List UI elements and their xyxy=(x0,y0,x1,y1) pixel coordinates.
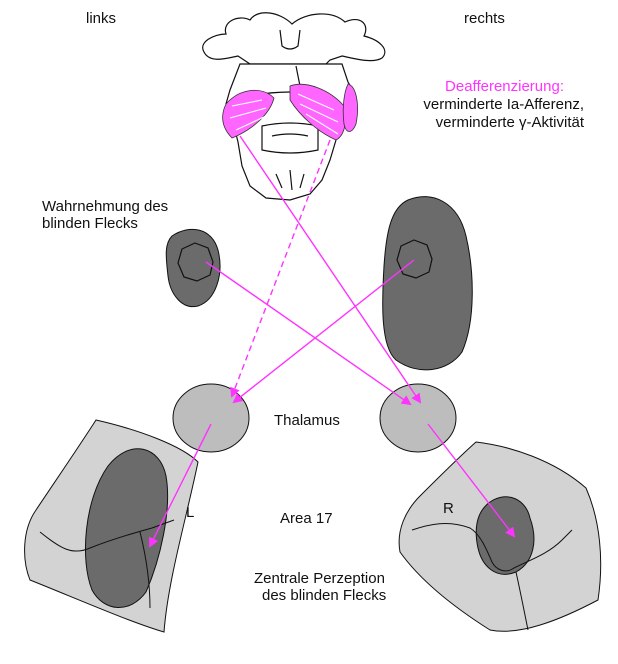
label-cortex-left: L xyxy=(186,504,194,522)
cortex-right xyxy=(399,442,601,631)
label-thalamus: Thalamus xyxy=(274,412,340,430)
label-links: links xyxy=(86,10,116,28)
label-area17: Area 17 xyxy=(280,510,333,528)
label-deafferentation-line2: verminderte γ-Aktivität xyxy=(436,114,584,132)
label-central-perception-line2: des blinden Flecks xyxy=(262,587,386,605)
visual-field-left xyxy=(166,229,220,306)
visual-field-right xyxy=(383,197,473,370)
thalamus-right xyxy=(380,384,456,452)
label-deafferentation-line1: verminderte Ia-Afferenz, xyxy=(423,96,584,114)
label-deafferentation-title: Deafferenzierung: xyxy=(445,78,564,96)
label-central-perception-line1: Zentrale Perzeption xyxy=(254,570,385,588)
label-cortex-right: R xyxy=(443,500,454,518)
label-rechts: rechts xyxy=(464,10,505,28)
label-blind-spot-perception-line1: Wahrnehmung des xyxy=(42,198,168,216)
cortex-left xyxy=(25,420,198,632)
thalamus-left xyxy=(173,384,249,452)
label-blind-spot-perception-line2: blinden Flecks xyxy=(42,215,138,233)
